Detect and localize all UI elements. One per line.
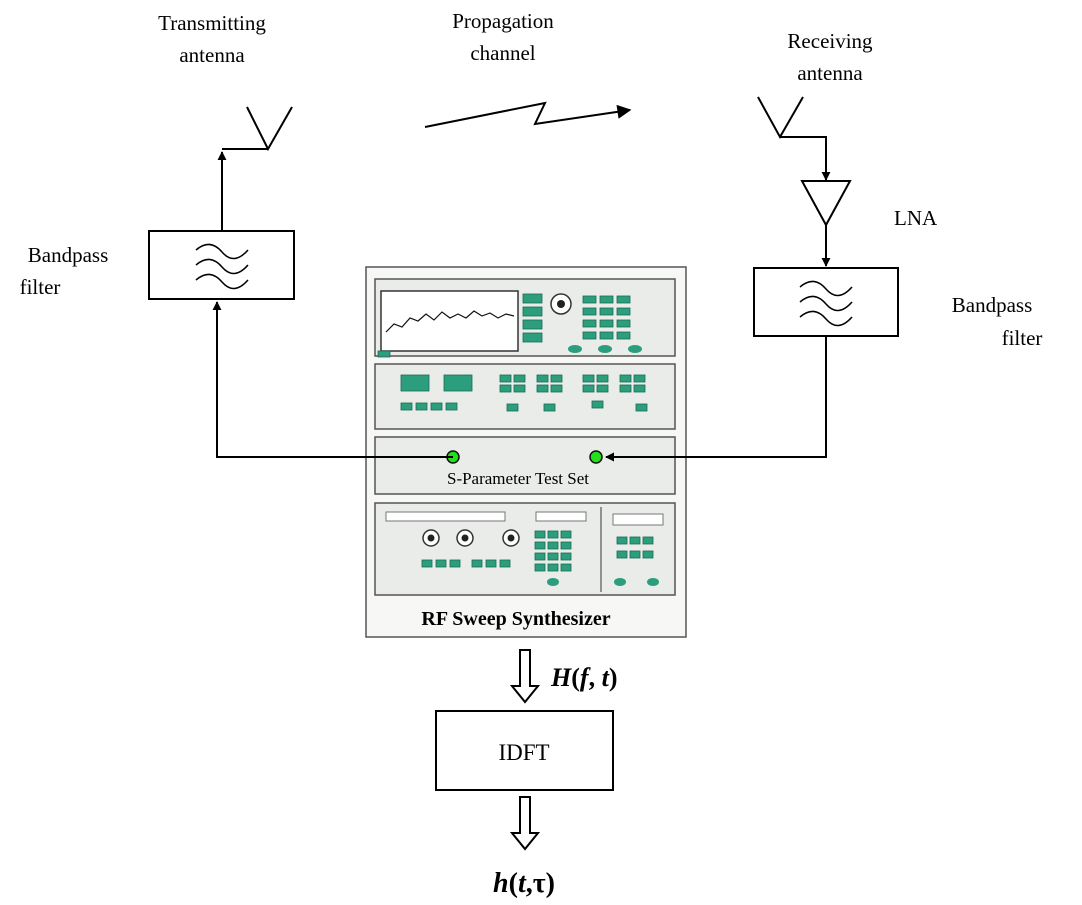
tx-antenna-label-line1: Transmitting (158, 11, 266, 35)
analyzer-control-panel (374, 363, 676, 430)
network-analyzer-instrument: S-Parameter Test Set (365, 266, 687, 638)
channel-label-line2: channel (470, 41, 535, 65)
filter-wave-icon (195, 243, 249, 290)
bandpass-filter-right-label-line1: Bandpass (952, 293, 1033, 317)
filter-to-port-2-cable (605, 336, 827, 462)
softkey-button (522, 332, 543, 343)
s-parameter-test-set-label: S-Parameter Test Set (447, 469, 589, 488)
analyzer-indicator (377, 350, 391, 358)
impulse-response-label: h(t,τ) (493, 868, 555, 899)
rx-antenna-label: Receiving antenna (787, 29, 873, 85)
synth-display-strip (612, 513, 664, 526)
filter-wave-icon (799, 280, 853, 327)
lna-amplifier-icon (800, 180, 852, 228)
control-button-large (443, 374, 473, 392)
synth-port-icon (647, 578, 659, 586)
idft-block (435, 710, 614, 791)
impulse-response-arrow-icon (509, 796, 541, 851)
port-2-led-icon (589, 450, 603, 464)
synth-keypad (534, 530, 572, 572)
synth-button-row (421, 559, 511, 568)
softkey-button (522, 293, 543, 304)
synth-port-icon (547, 578, 559, 586)
softkey-button (522, 306, 543, 317)
bandpass-filter-left-label-line2: filter (20, 275, 61, 299)
rx-antenna-icon (757, 96, 831, 181)
bandpass-filter-left-label-line1: Bandpass (28, 243, 109, 267)
softkey-button (522, 319, 543, 330)
channel-label-line1: Propagation (452, 9, 554, 33)
s-parameter-test-set-panel (374, 436, 676, 495)
bandpass-filter-right-label-line2: filter (1002, 326, 1043, 350)
rx-antenna-label-line1: Receiving (787, 29, 873, 53)
propagation-channel-arrow (424, 101, 632, 128)
analyzer-screen (380, 290, 519, 352)
synth-knob-icon (502, 529, 520, 547)
analyzer-keypad (582, 295, 631, 340)
tx-antenna-icon (222, 106, 293, 152)
control-button-groups (499, 374, 648, 412)
analyzer-trace (385, 310, 515, 333)
tx-antenna-label: Transmitting antenna (158, 11, 266, 67)
synth-knob-icon (422, 529, 440, 547)
control-button-row (400, 402, 458, 411)
analyzer-port-icon (628, 345, 642, 353)
port-1-to-filter-cable (212, 301, 453, 458)
synth-aux-buttons (616, 536, 654, 559)
rf-sweep-synthesizer-label: RF Sweep Synthesizer (421, 608, 610, 630)
rx-antenna-label-line2: antenna (797, 61, 863, 85)
analyzer-port-icon (598, 345, 612, 353)
control-button-large (400, 374, 430, 392)
channel-label: Propagation channel (452, 9, 554, 65)
synth-knob-icon (456, 529, 474, 547)
lna-label: LNA (894, 206, 938, 230)
tx-antenna-label-line2: antenna (179, 43, 245, 67)
bandpass-filter-left (148, 230, 295, 300)
synth-display-strip (535, 511, 587, 522)
analyzer-port-icon (568, 345, 582, 353)
analyzer-knob-icon (550, 293, 572, 315)
synth-display-strip (385, 511, 506, 522)
transfer-function-arrow-icon (509, 649, 541, 704)
bandpass-filter-right (753, 267, 899, 337)
synth-port-icon (614, 578, 626, 586)
transfer-function-label: H(f, t) (550, 663, 617, 692)
idft-label: IDFT (498, 740, 549, 765)
